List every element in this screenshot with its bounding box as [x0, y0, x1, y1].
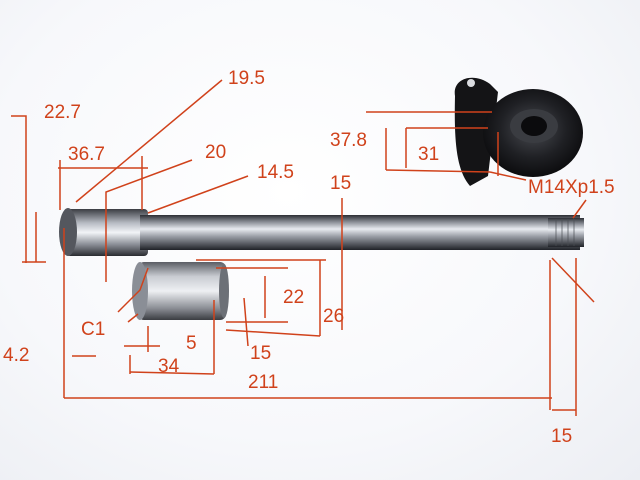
label-37-8: 37.8 [330, 130, 367, 151]
cam-nut-hole [467, 79, 475, 87]
cam-nut [454, 77, 583, 186]
bushing [132, 262, 229, 320]
label-31: 31 [418, 144, 439, 165]
label-34: 34 [158, 356, 180, 377]
shaft-threaded-end [548, 218, 584, 247]
label-chamfer: C1 [81, 319, 105, 340]
label-26: 26 [323, 306, 344, 327]
label-15-bottom: 15 [551, 426, 572, 447]
cam-nut-lug [454, 77, 498, 186]
bushing-end [219, 264, 229, 318]
label-5: 5 [186, 333, 197, 354]
shaft-collar [66, 209, 148, 256]
dimension-lines [11, 79, 595, 416]
label-14-5: 14.5 [257, 162, 294, 183]
label-thread: M14Xp1.5 [528, 177, 615, 198]
label-15-top: 15 [330, 173, 351, 194]
shaft-body [140, 215, 580, 250]
label-15-mid: 15 [250, 343, 271, 364]
label-4-2: 4.2 [3, 345, 29, 366]
label-211: 211 [248, 372, 278, 393]
label-20: 20 [205, 142, 226, 163]
dimension-labels: 19.5 22.7 36.7 20 14.5 15 37.8 31 M14Xp1… [3, 68, 615, 447]
cam-nut-bore [521, 116, 547, 136]
bushing-body [138, 262, 226, 320]
label-22: 22 [283, 287, 304, 308]
label-19-5: 19.5 [228, 68, 265, 89]
shaft-collar-end [59, 208, 77, 256]
label-36-7: 36.7 [68, 144, 105, 165]
thread-marks [555, 219, 575, 246]
label-22-7: 22.7 [44, 102, 81, 123]
shaft [59, 208, 584, 256]
